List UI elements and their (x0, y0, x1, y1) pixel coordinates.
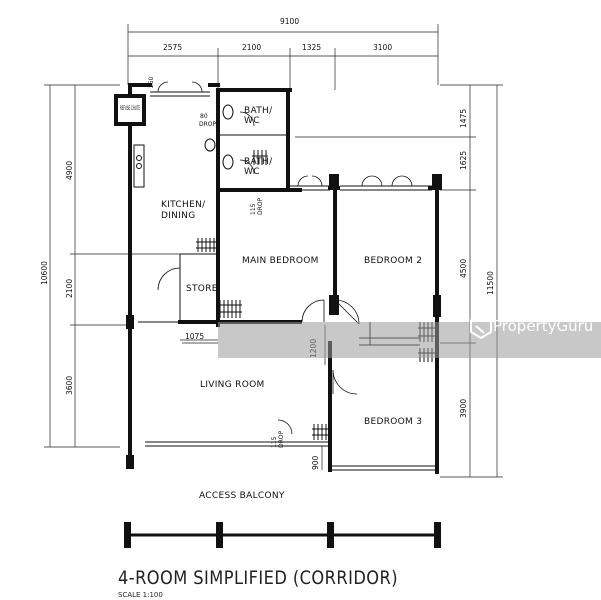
doors (157, 111, 360, 435)
label-bath-wc-1: BATH/ (244, 106, 273, 116)
scale-bar (124, 522, 441, 548)
label-bedroom-2: BEDROOM 2 (364, 256, 422, 266)
label-drop-115a: 115 (250, 203, 257, 215)
label-bedroom-3: BEDROOM 3 (364, 417, 422, 427)
watermark: PropertyGuru (218, 312, 601, 358)
dim-top-seg-1: 2575 (163, 43, 182, 52)
label-access-balcony: ACCESS BALCONY (199, 491, 285, 501)
label-drop-80: 80 (200, 113, 208, 120)
label-drop-115b: 115 (271, 436, 278, 448)
plan-title: 4-ROOM SIMPLIFIED (CORRIDOR) (118, 567, 398, 589)
dim-top-small: 250 (148, 76, 155, 88)
label-bath-wc-2b: WC (244, 167, 260, 177)
label-refuse-chute: REFUSE CHUTE (120, 105, 140, 112)
conduit-marks (196, 150, 435, 440)
windows (150, 81, 432, 191)
label-drop-115b-b: DROP (278, 430, 285, 448)
propertyguru-logo-icon (470, 312, 492, 340)
right-dimensions: 11500 1475 1625 4500 3900 (295, 84, 503, 478)
walls (126, 83, 442, 474)
label-bath-wc-2: BATH/ (244, 157, 273, 167)
toilet-3 (222, 154, 234, 170)
toilet-2 (204, 138, 216, 152)
top-dimensions: 9100 2575 2100 1325 3100 250 (127, 17, 439, 90)
label-kitchen: KITCHEN/ (161, 200, 206, 210)
room-labels: REFUSE CHUTE BATH/ WC BATH/ WC 80 DROP K… (120, 105, 422, 501)
dim-right-seg-3: 4500 (459, 259, 468, 278)
label-main-bedroom: MAIN BEDROOM (242, 256, 319, 266)
toilet-1 (222, 104, 234, 120)
dim-inner-1075: 1075 (185, 332, 204, 341)
dim-right-seg-4: 3900 (459, 399, 468, 418)
dim-top-seg-3: 1325 (302, 43, 321, 52)
plan-scale: SCALE 1:100 (118, 591, 163, 599)
label-drop-115a-b: DROP (257, 197, 264, 215)
dim-right-seg-2: 1625 (459, 151, 468, 170)
dim-top-total: 9100 (280, 17, 299, 26)
dim-right-total: 11500 (486, 271, 495, 295)
label-store: STORE (186, 284, 218, 294)
watermark-text: PropertyGuru (493, 317, 593, 335)
label-kitchen-b: DINING (161, 211, 195, 221)
dim-top-seg-4: 3100 (373, 43, 392, 52)
label-bath-wc-1b: WC (244, 116, 260, 126)
fixtures (114, 94, 234, 188)
kitchen-counter (133, 144, 145, 188)
dim-top-seg-2: 2100 (242, 43, 261, 52)
dim-left-total: 10600 (40, 261, 49, 285)
label-living-room: LIVING ROOM (200, 380, 265, 390)
dim-right-seg-1: 1475 (459, 109, 468, 128)
label-drop-80-b: DROP (199, 121, 217, 128)
left-dimensions: 10600 4900 2100 3600 (40, 84, 180, 448)
dim-inner-900: 900 (311, 455, 320, 470)
dim-left-seg-3: 3600 (65, 376, 74, 395)
dim-left-seg-1: 4900 (65, 161, 74, 180)
dim-left-seg-2: 2100 (65, 279, 74, 298)
